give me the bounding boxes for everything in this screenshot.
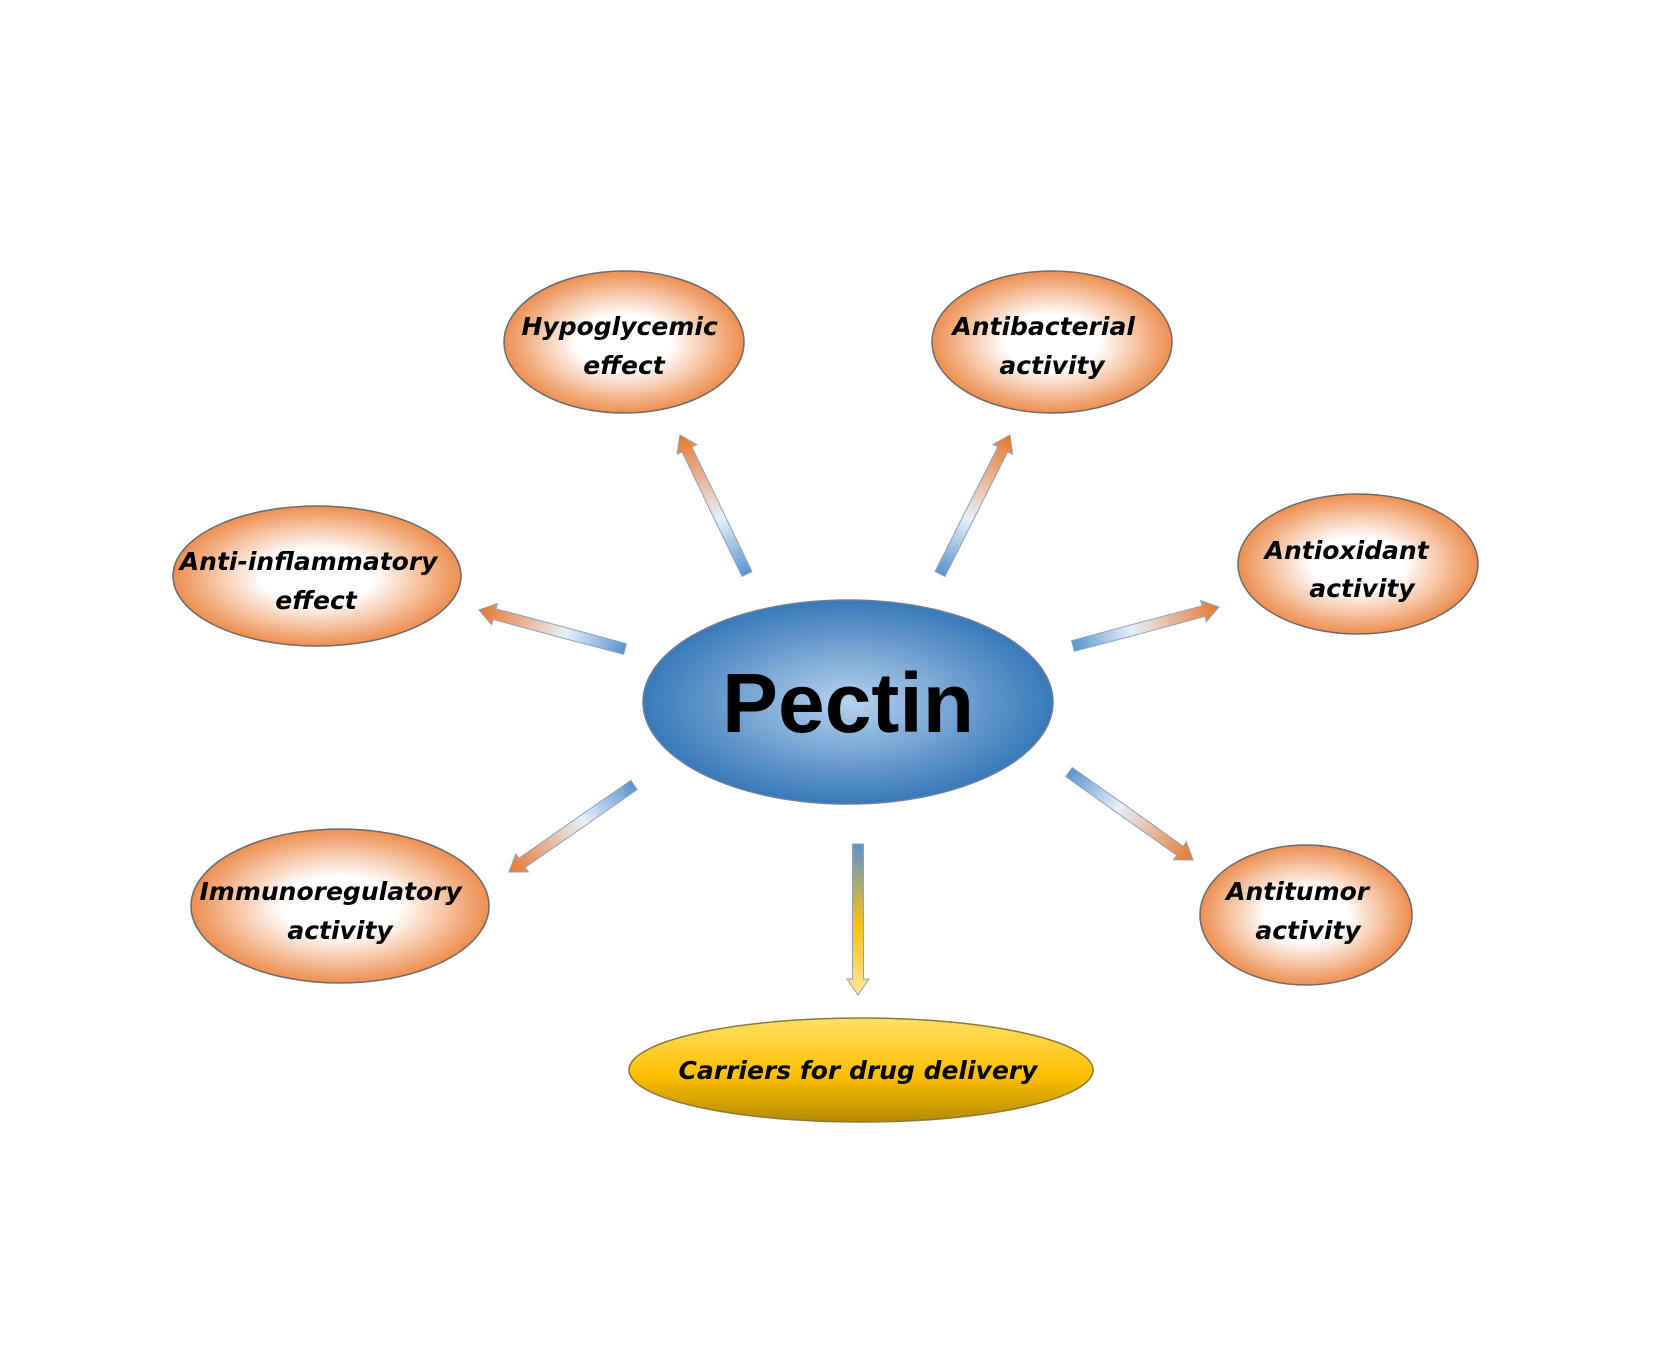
node-carriers-line-1: Carriers for drug delivery bbox=[679, 1056, 1040, 1085]
node-antioxidant-line-2: activity bbox=[1309, 574, 1416, 603]
node-immunoregulatory-line-2: activity bbox=[287, 916, 394, 945]
node-hypoglycemic-label: Hypoglycemic effect bbox=[522, 312, 727, 380]
arrow-to-antioxidant-shape bbox=[1070, 599, 1220, 652]
arrow-to-immunoregulatory bbox=[508, 779, 638, 873]
node-hypoglycemic-line-2: effect bbox=[583, 351, 666, 380]
node-anti-inflammatory-line-2: effect bbox=[275, 586, 358, 615]
node-antitumor-line-2: activity bbox=[1255, 916, 1362, 945]
node-immunoregulatory-label: Immunoregulatory activity bbox=[199, 877, 470, 945]
center-label: Pectin bbox=[722, 656, 974, 750]
arrows-layer bbox=[478, 434, 1220, 996]
node-antibacterial-line-1: Antibacterial bbox=[950, 312, 1135, 341]
node-carriers: Carriers for drug delivery bbox=[628, 1017, 1094, 1123]
node-antibacterial: Antibacterial activity bbox=[931, 270, 1173, 414]
node-hypoglycemic: Hypoglycemic effect bbox=[503, 270, 745, 414]
node-antioxidant: Antioxidant activity bbox=[1237, 493, 1479, 635]
node-carriers-label: Carriers for drug delivery bbox=[679, 1056, 1040, 1085]
node-anti-inflammatory-label: Anti-inflammatory effect bbox=[178, 547, 446, 615]
node-carriers-ellipse bbox=[628, 1017, 1094, 1123]
node-antitumor-ellipse bbox=[1199, 844, 1413, 986]
node-anti-inflammatory-line-1: Anti-inflammatory bbox=[178, 547, 439, 576]
arrow-to-carriers-shape bbox=[846, 843, 870, 996]
node-antibacterial-ellipse bbox=[931, 270, 1173, 414]
arrow-to-antibacterial bbox=[934, 434, 1014, 578]
node-immunoregulatory-line-1: Immunoregulatory bbox=[199, 877, 463, 906]
arrow-to-anti-inflammatory bbox=[478, 602, 628, 655]
arrow-to-antibacterial-shape bbox=[934, 434, 1014, 578]
node-anti-inflammatory: Anti-inflammatory effect bbox=[172, 505, 462, 647]
node-antioxidant-line-1: Antioxidant bbox=[1263, 536, 1430, 565]
arrow-to-immunoregulatory-shape bbox=[508, 779, 638, 873]
arrow-to-hypoglycemic bbox=[676, 434, 753, 578]
arrow-to-antitumor-shape bbox=[1065, 766, 1194, 861]
node-immunoregulatory: Immunoregulatory activity bbox=[190, 828, 490, 984]
node-antitumor: Antitumor activity bbox=[1199, 844, 1413, 986]
node-antibacterial-label: Antibacterial activity bbox=[950, 312, 1143, 380]
node-antitumor-line-1: Antitumor bbox=[1224, 877, 1371, 906]
node-hypoglycemic-line-1: Hypoglycemic bbox=[522, 312, 718, 341]
arrow-to-anti-inflammatory-shape bbox=[478, 602, 628, 655]
arrow-to-antioxidant bbox=[1070, 599, 1220, 652]
node-anti-inflammatory-ellipse bbox=[172, 505, 462, 647]
node-antitumor-label: Antitumor activity bbox=[1224, 877, 1378, 945]
arrow-to-hypoglycemic-shape bbox=[676, 434, 753, 578]
center-ellipse bbox=[642, 599, 1054, 805]
center-node: Pectin bbox=[642, 599, 1054, 805]
node-antibacterial-line-2: activity bbox=[999, 351, 1106, 380]
arrow-to-carriers bbox=[846, 843, 870, 996]
node-antioxidant-label: Antioxidant activity bbox=[1263, 536, 1438, 603]
arrow-to-antitumor bbox=[1065, 766, 1194, 861]
node-antioxidant-ellipse bbox=[1237, 493, 1479, 635]
node-hypoglycemic-ellipse bbox=[503, 270, 745, 414]
node-immunoregulatory-ellipse bbox=[190, 828, 490, 984]
